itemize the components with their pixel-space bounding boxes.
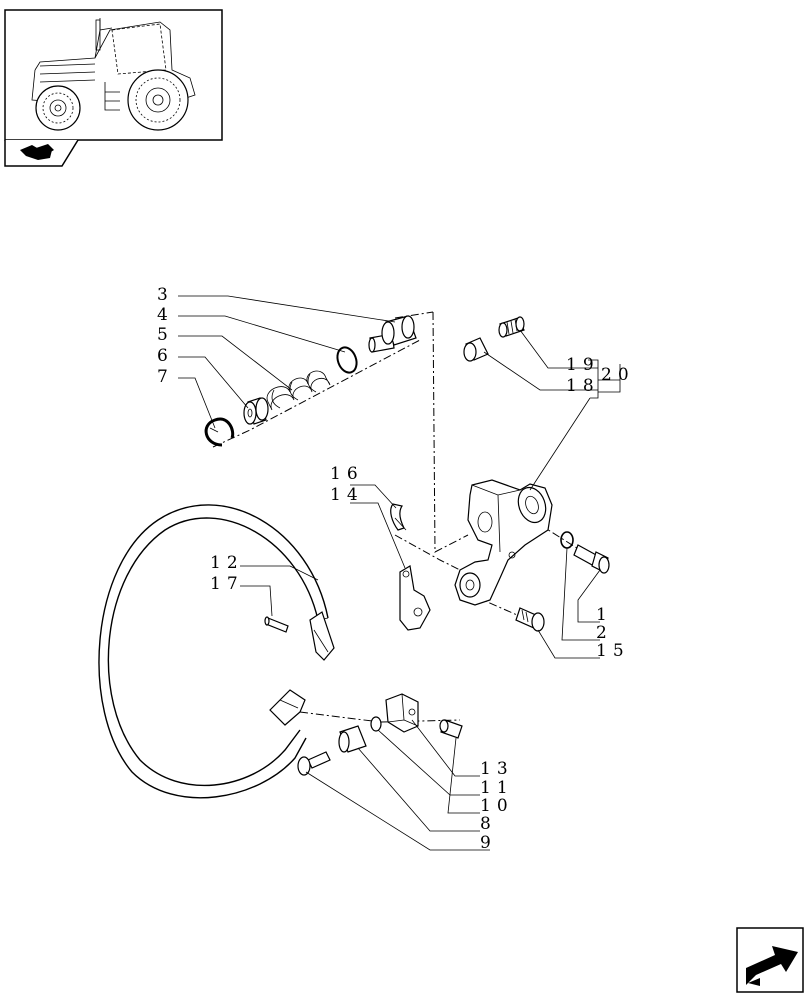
callout-7: 7 — [157, 367, 174, 387]
part-split-pin — [390, 503, 407, 531]
callout-6: 6 — [157, 346, 174, 366]
part-lever — [399, 565, 431, 631]
next-page-arrow-icon[interactable] — [736, 927, 804, 993]
part-stud — [498, 316, 525, 338]
part-bolt-1 — [573, 544, 610, 574]
part-bracket — [454, 479, 553, 606]
callout-1: 1 — [596, 605, 613, 625]
callout-20: 20 — [601, 365, 635, 385]
callout-14: 14 — [330, 485, 364, 505]
part-rivet-pin — [264, 616, 289, 633]
part-washer — [243, 397, 269, 425]
callout-16: 16 — [330, 464, 364, 484]
part-small-washer — [560, 531, 574, 549]
callout-17: 17 — [210, 574, 244, 594]
callout-4: 4 — [157, 305, 174, 325]
tractor-thumbnail-icon[interactable] — [4, 9, 223, 141]
part-washer-11 — [370, 716, 382, 732]
callout-2: 2 — [596, 623, 613, 643]
part-pin — [515, 607, 545, 632]
part-brake-band — [98, 504, 335, 799]
part-clevis — [385, 693, 419, 733]
callout-19: 19 — [566, 355, 600, 375]
part-o-ring — [336, 346, 358, 374]
callout-5: 5 — [157, 325, 174, 345]
callout-12: 12 — [210, 553, 244, 573]
callout-3: 3 — [157, 285, 174, 305]
callout-labels: 3 4 5 6 7 16 14 12 17 19 18 20 1 2 15 13… — [157, 285, 635, 853]
part-guide-pin — [368, 315, 417, 353]
callout-9: 9 — [480, 833, 497, 853]
callout-10: 10 — [480, 796, 514, 816]
callout-18: 18 — [566, 376, 600, 396]
callout-11: 11 — [480, 778, 514, 798]
callout-13: 13 — [480, 759, 514, 779]
part-spring — [266, 370, 331, 411]
callout-15: 15 — [596, 641, 630, 661]
callout-8: 8 — [480, 814, 497, 834]
part-circlip — [204, 417, 235, 447]
part-clevis-pin — [439, 719, 463, 739]
part-nut — [463, 337, 489, 362]
section-pointer-icon[interactable] — [4, 139, 79, 167]
part-spacer — [338, 725, 367, 753]
leader-lines — [178, 295, 621, 851]
part-bolt-9 — [297, 751, 331, 776]
